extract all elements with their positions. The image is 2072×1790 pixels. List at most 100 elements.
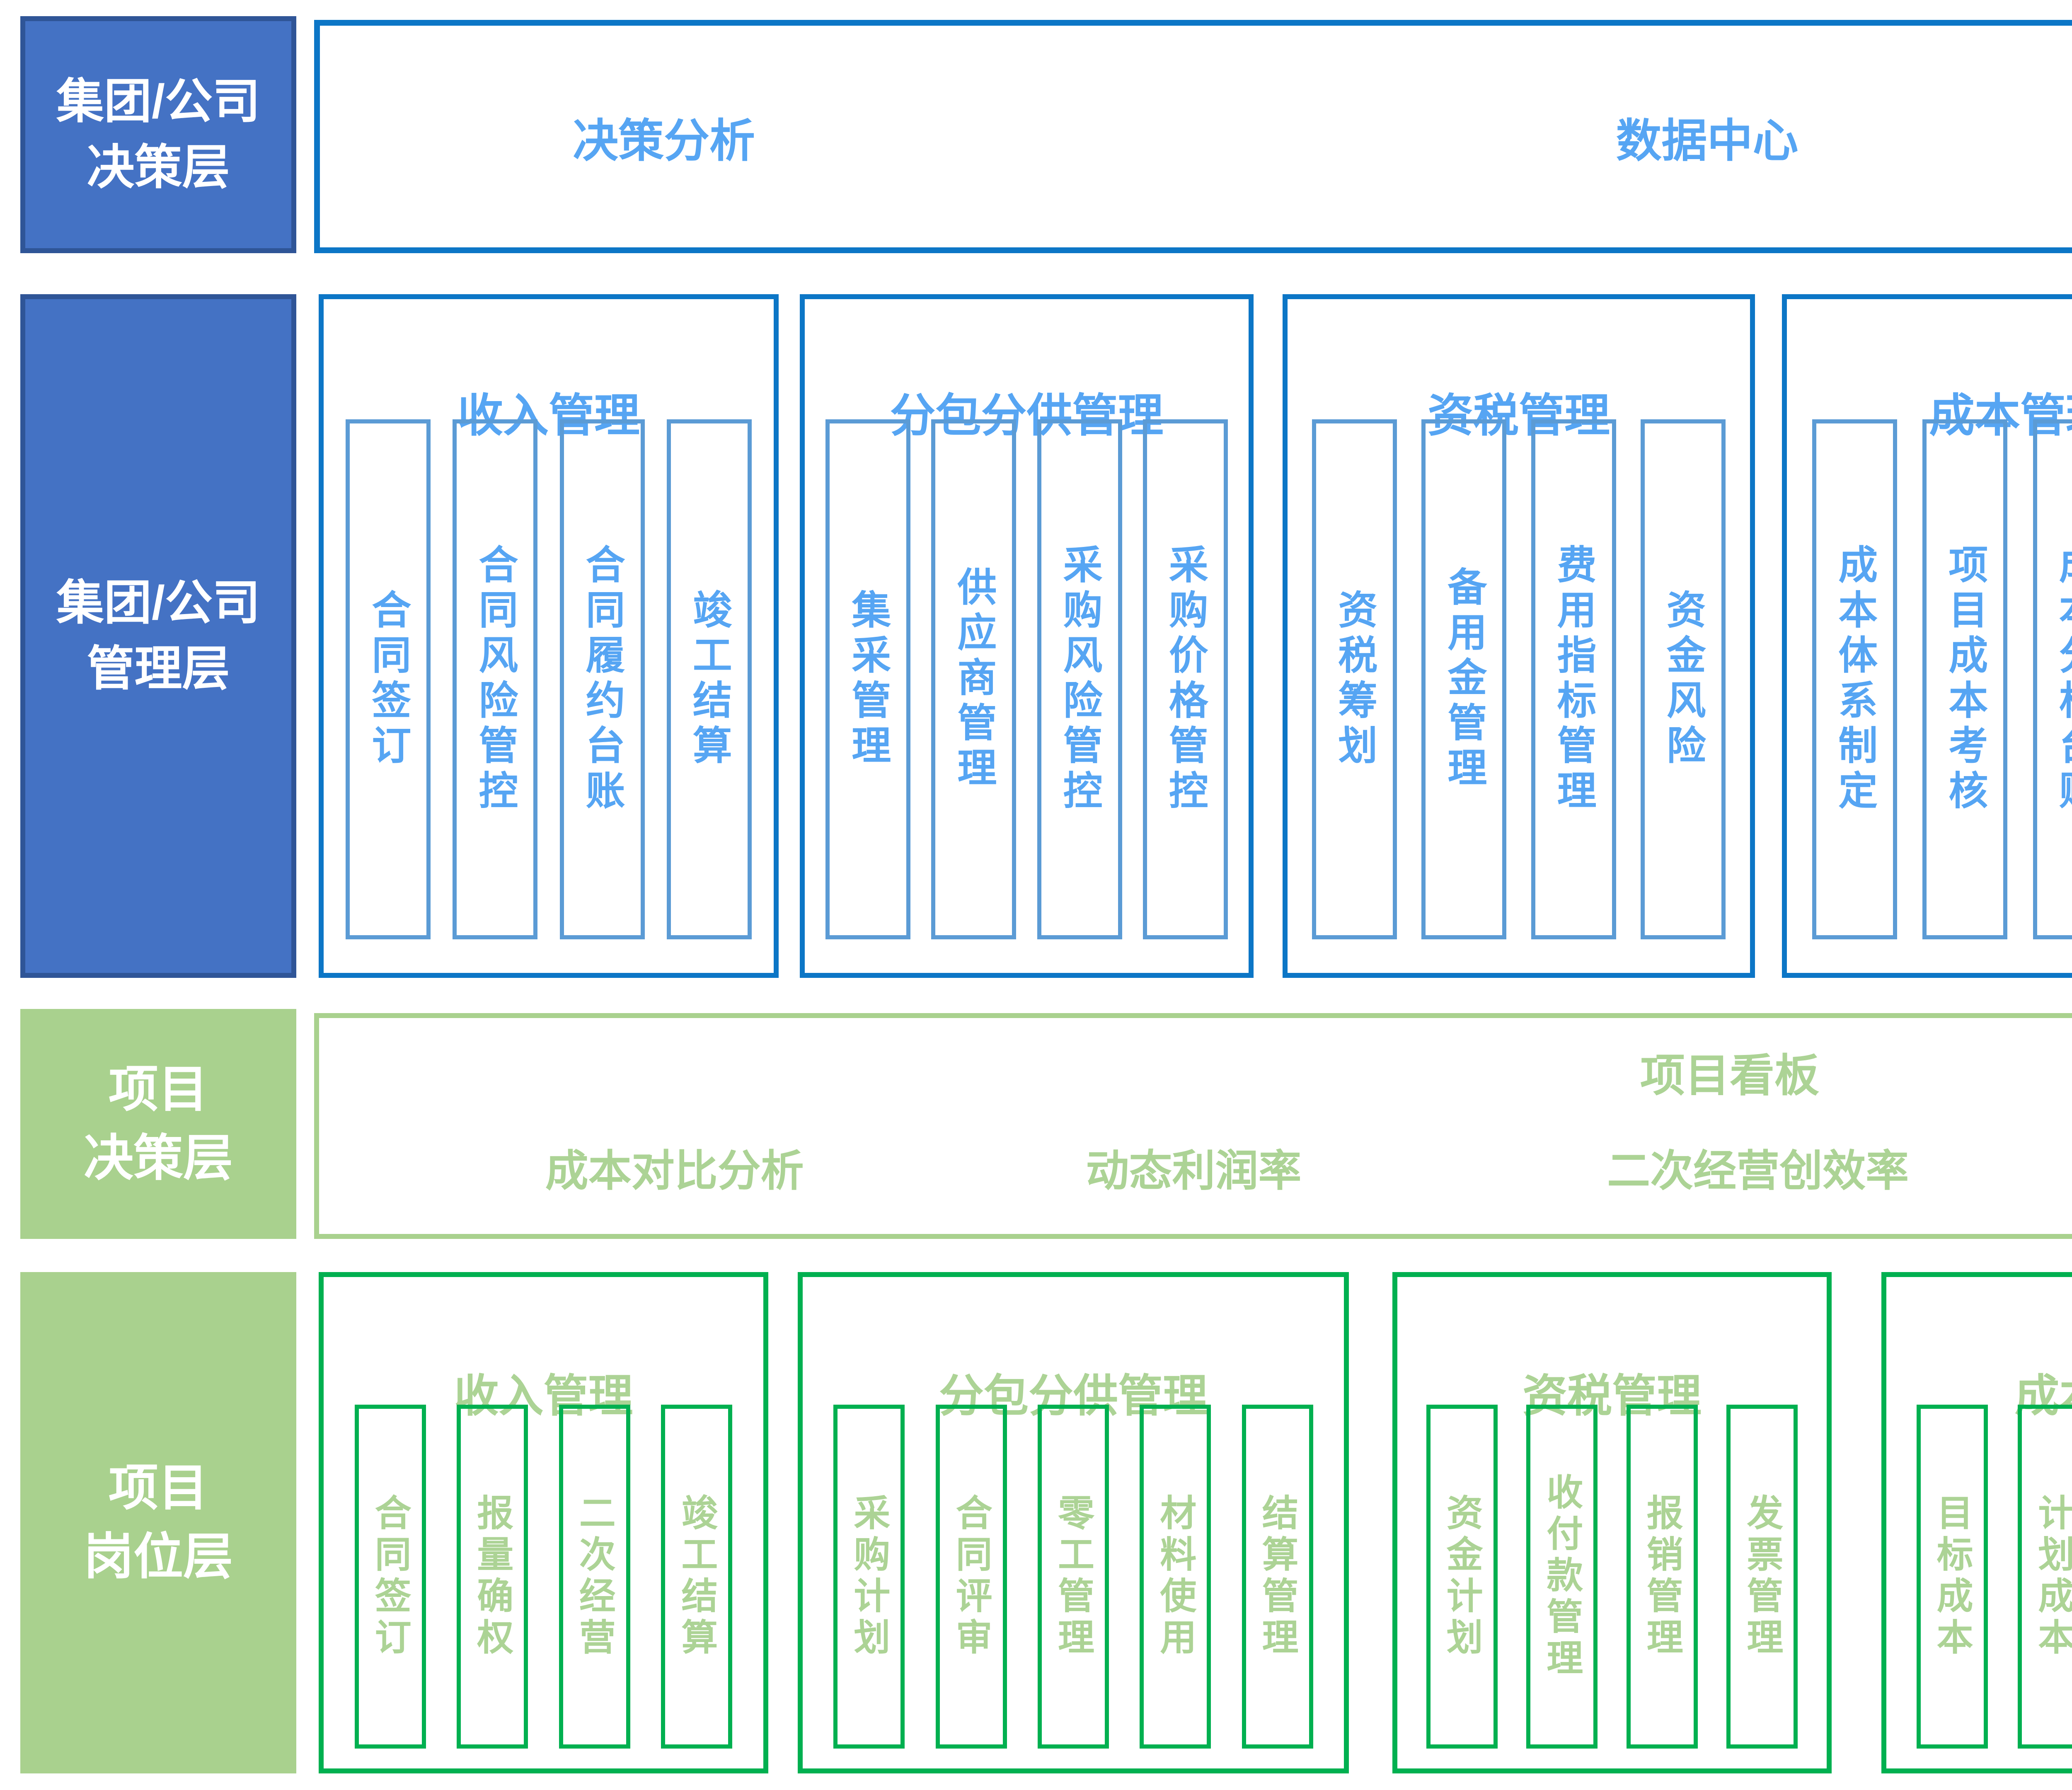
module-box: 发票管理 bbox=[1726, 1405, 1798, 1749]
module-box: 采购计划 bbox=[833, 1405, 905, 1749]
module-label: 合同签订 bbox=[366, 589, 410, 770]
module-label: 采购计划 bbox=[848, 1494, 890, 1659]
group-title: 收入管理 bbox=[454, 1370, 633, 1421]
group-subcontract-supply-management: 分包分供管理 集采管理 供应商管理 采购风险管控 采购价格管控 bbox=[800, 294, 1254, 978]
corp-decision-box: 决策分析 数据中心 企业知识库 bbox=[314, 20, 2072, 253]
module-label: 项目成本考核 bbox=[1943, 544, 1987, 815]
module-row: 资税筹划 备用金管理 费用指标管理 资金风险 bbox=[1288, 419, 1750, 939]
module-label: 资税筹划 bbox=[1332, 589, 1377, 770]
module-label: 备用金管理 bbox=[1442, 566, 1486, 792]
group-project-tax-funds-management: 资税管理 资金计划 收付款管理 报销管理 发票管理 bbox=[1392, 1272, 1832, 1773]
group-income-management: 收入管理 合同签订 合同风险管控 合同履约台账 竣工结算 bbox=[319, 294, 779, 978]
module-label: 成本分析台账 bbox=[2053, 544, 2072, 815]
module-label: 资金风险 bbox=[1661, 589, 1705, 770]
layer-label-line: 项目 bbox=[109, 1460, 208, 1516]
item-dynamic-profit-rate: 动态利润率 bbox=[1086, 1147, 1302, 1195]
module-label: 收付款管理 bbox=[1541, 1473, 1583, 1680]
module-label: 采购价格管控 bbox=[1163, 544, 1207, 815]
module-box: 零工管理 bbox=[1037, 1405, 1109, 1749]
module-box: 合同评审 bbox=[935, 1405, 1007, 1749]
project-board-title: 项目看板 bbox=[1640, 1050, 1819, 1101]
module-box: 供应商管理 bbox=[931, 419, 1017, 939]
layer-label-line: 管理层 bbox=[87, 642, 230, 695]
module-box: 合同签订 bbox=[354, 1405, 426, 1749]
module-box: 采购价格管控 bbox=[1143, 419, 1228, 939]
module-box: 备用金管理 bbox=[1421, 419, 1507, 939]
module-box: 合同风险管控 bbox=[453, 419, 538, 939]
module-box: 资金计划 bbox=[1426, 1405, 1498, 1749]
module-label: 发票管理 bbox=[1741, 1494, 1783, 1659]
group-title: 分包分供管理 bbox=[890, 390, 1164, 442]
item-secondary-operation-efficiency: 二次经营创效率 bbox=[1607, 1147, 1909, 1195]
group-title: 收入管理 bbox=[457, 390, 640, 442]
module-box: 竣工结算 bbox=[661, 1405, 733, 1749]
layer-label-project-decision: 项目 决策层 bbox=[20, 1009, 296, 1239]
module-row: 合同签订 报量确权 二次经营 竣工结算 bbox=[324, 1405, 763, 1749]
module-box: 二次经营 bbox=[559, 1405, 630, 1749]
group-project-subcontract-supply-management: 分包分供管理 采购计划 合同评审 零工管理 材料使用 结算管理 bbox=[798, 1272, 1349, 1773]
module-box: 成本分析台账 bbox=[2033, 419, 2072, 939]
group-project-cost-management: 成本管理 目标成本 计划成本 成本核算 成本还原 bbox=[1881, 1272, 2072, 1773]
module-box: 收付款管理 bbox=[1526, 1405, 1598, 1749]
module-label: 合同签订 bbox=[370, 1494, 411, 1659]
module-label: 资金计划 bbox=[1441, 1494, 1483, 1659]
layer-label-project-post: 项目 岗位层 bbox=[20, 1272, 296, 1773]
module-label: 二次经营 bbox=[574, 1494, 615, 1659]
module-label: 目标成本 bbox=[1932, 1494, 1973, 1659]
module-row: 合同签订 合同风险管控 合同履约台账 竣工结算 bbox=[324, 419, 774, 939]
layer-label-corp-decision: 集团/公司 决策层 bbox=[20, 16, 296, 253]
module-box: 计划成本 bbox=[2018, 1405, 2072, 1749]
layer-label-line: 集团/公司 bbox=[56, 576, 260, 630]
group-title: 资税管理 bbox=[1522, 1370, 1702, 1421]
module-label: 合同评审 bbox=[951, 1494, 992, 1659]
item-data-center: 数据中心 bbox=[1616, 115, 1798, 167]
layer-label-line: 岗位层 bbox=[84, 1529, 233, 1584]
group-title: 成本管理 bbox=[1929, 390, 2072, 442]
module-box: 合同履约台账 bbox=[559, 419, 645, 939]
module-box: 竣工结算 bbox=[666, 419, 752, 939]
module-label: 结算管理 bbox=[1257, 1494, 1298, 1659]
item-cost-comparison-analysis: 成本对比分析 bbox=[545, 1147, 804, 1195]
project-board-box: 项目看板 成本对比分析 动态利润率 二次经营创效率 产值确权率 项目经营月报 bbox=[314, 1013, 2072, 1239]
module-label: 报销管理 bbox=[1641, 1494, 1683, 1659]
module-box: 项目成本考核 bbox=[1922, 419, 2008, 939]
module-box: 费用指标管理 bbox=[1531, 419, 1616, 939]
module-box: 资税筹划 bbox=[1312, 419, 1397, 939]
module-row: 资金计划 收付款管理 报销管理 发票管理 bbox=[1397, 1405, 1827, 1749]
module-box: 材料使用 bbox=[1140, 1405, 1211, 1749]
module-label: 竣工结算 bbox=[687, 589, 731, 770]
layer-label-line: 决策层 bbox=[87, 141, 230, 194]
module-label: 成本体系制定 bbox=[1832, 544, 1877, 815]
group-title: 分包分供管理 bbox=[939, 1370, 1208, 1421]
module-label: 材料使用 bbox=[1155, 1494, 1196, 1659]
module-box: 资金风险 bbox=[1640, 419, 1726, 939]
module-box: 结算管理 bbox=[1242, 1405, 1313, 1749]
module-box: 集采管理 bbox=[825, 419, 911, 939]
module-row: 采购计划 合同评审 零工管理 材料使用 结算管理 bbox=[803, 1405, 1344, 1749]
layer-label-line: 决策层 bbox=[84, 1130, 233, 1186]
group-title: 资税管理 bbox=[1428, 390, 1610, 442]
layer-label-line: 项目 bbox=[109, 1061, 208, 1117]
module-label: 报量确权 bbox=[472, 1494, 513, 1659]
layer-label-corp-management: 集团/公司 管理层 bbox=[20, 294, 296, 978]
module-box: 成本体系制定 bbox=[1812, 419, 1898, 939]
module-label: 费用指标管理 bbox=[1551, 544, 1595, 815]
module-box: 合同签订 bbox=[346, 419, 431, 939]
group-tax-funds-management: 资税管理 资税筹划 备用金管理 费用指标管理 资金风险 bbox=[1283, 294, 1755, 978]
module-box: 报量确权 bbox=[457, 1405, 528, 1749]
module-box: 采购风险管控 bbox=[1037, 419, 1122, 939]
layer-label-line: 集团/公司 bbox=[56, 75, 260, 128]
module-label: 合同履约台账 bbox=[580, 544, 624, 815]
module-row: 成本体系制定 项目成本考核 成本分析台账 成本指标管理 bbox=[1787, 419, 2072, 939]
module-row: 集采管理 供应商管理 采购风险管控 采购价格管控 bbox=[805, 419, 1249, 939]
module-label: 计划成本 bbox=[2033, 1494, 2072, 1659]
group-title: 成本管理 bbox=[2014, 1370, 2072, 1421]
group-project-income-management: 收入管理 合同签订 报量确权 二次经营 竣工结算 bbox=[319, 1272, 768, 1773]
module-label: 零工管理 bbox=[1053, 1494, 1094, 1659]
module-label: 采购风险管控 bbox=[1057, 544, 1101, 815]
group-cost-management: 成本管理 成本体系制定 项目成本考核 成本分析台账 成本指标管理 bbox=[1782, 294, 2072, 978]
module-label: 合同风险管控 bbox=[473, 544, 517, 815]
module-label: 竣工结算 bbox=[676, 1494, 717, 1659]
module-row: 目标成本 计划成本 成本核算 成本还原 bbox=[1886, 1405, 2072, 1749]
